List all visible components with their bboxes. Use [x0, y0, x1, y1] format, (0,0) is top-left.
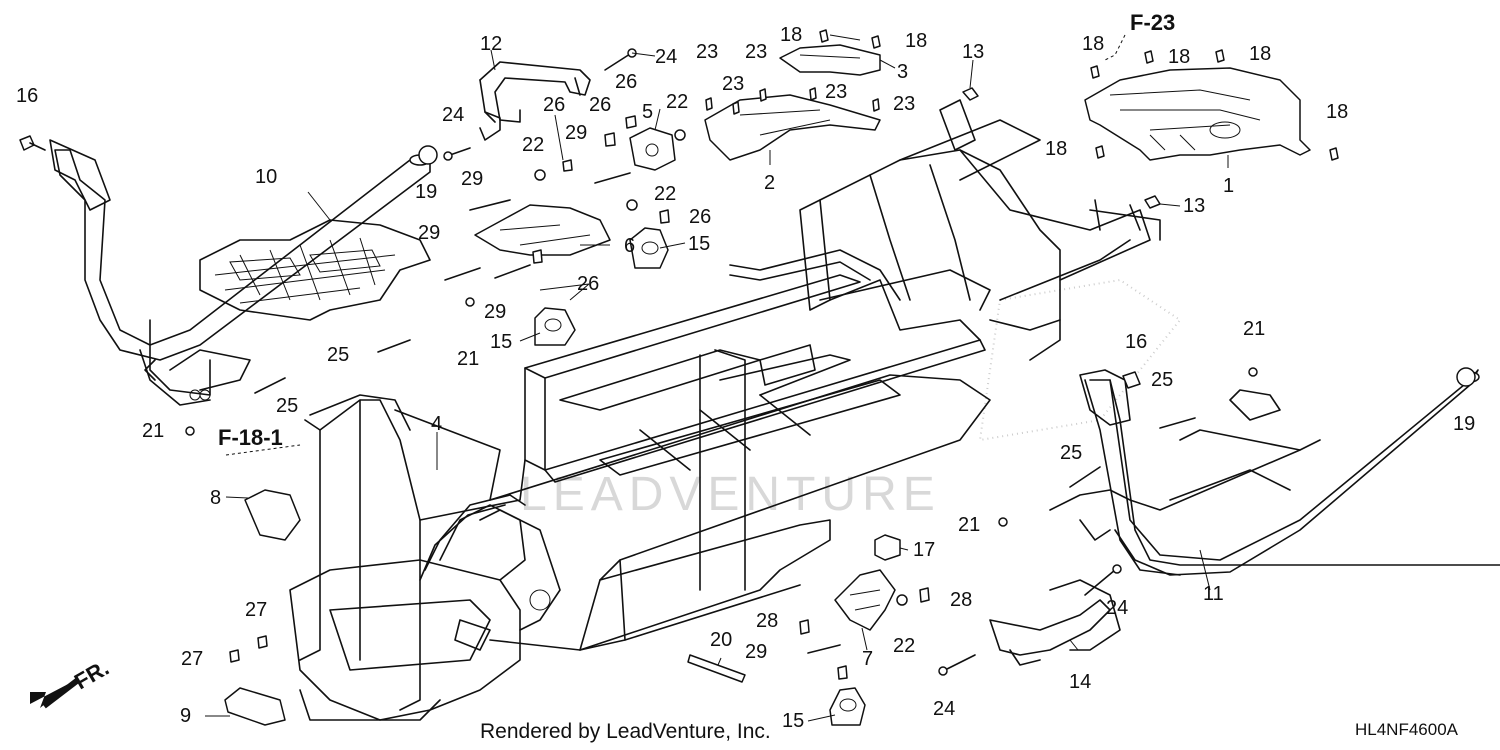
callout-24d: 24: [933, 698, 955, 720]
callout-28b: 28: [950, 589, 972, 611]
callout-25a: 25: [327, 344, 349, 366]
callouts: 1 2 3 4 5 6 7 8 9 10 11 12 13 13 14 15 1…: [16, 24, 1475, 732]
callout-25c: 25: [1151, 369, 1173, 391]
callout-21a: 21: [457, 348, 479, 370]
callout-18g: 18: [1045, 138, 1067, 160]
callout-18c: 18: [1082, 33, 1104, 55]
skid-plate: [199, 219, 431, 321]
callout-24b: 24: [442, 104, 464, 126]
part-1-rear-cover: [1084, 67, 1311, 161]
callout-19a: 19: [415, 181, 437, 203]
callout-11: 11: [1203, 583, 1224, 605]
callout-29c: 29: [418, 222, 440, 244]
callout-21d: 21: [1243, 318, 1265, 340]
callout-26b: 26: [589, 94, 611, 116]
part-9-bracket: [224, 687, 286, 726]
callout-21b: 21: [142, 420, 164, 442]
callout-4: 4: [431, 413, 442, 435]
callout-20: 20: [710, 629, 732, 651]
ref-pointer-f23: [1104, 34, 1126, 61]
callout-26e: 26: [577, 273, 599, 295]
callout-23d: 23: [825, 81, 847, 103]
part-8-bracket: [244, 489, 301, 541]
callout-22b: 22: [522, 134, 544, 156]
callout-17: 17: [913, 539, 935, 561]
callout-10: 10: [255, 166, 277, 188]
callout-25b: 25: [276, 395, 298, 417]
fasteners: [19, 29, 1476, 680]
callout-18e: 18: [1249, 43, 1271, 65]
callout-23c: 23: [722, 73, 744, 95]
main-frame: [289, 99, 1161, 721]
part-12-handle: [479, 61, 591, 141]
callout-28a: 28: [756, 610, 778, 632]
callout-2: 2: [764, 172, 775, 194]
part-6-bracket: [474, 204, 611, 256]
callout-12: 12: [480, 33, 502, 55]
callout-8: 8: [210, 487, 221, 509]
callout-26d: 26: [689, 206, 711, 228]
callout-24c: 24: [1106, 597, 1128, 619]
callout-21c: 21: [958, 514, 980, 536]
footer-credit: Rendered by LeadVenture, Inc.: [480, 720, 771, 743]
ref-label-f181: F-18-1: [218, 425, 283, 450]
callout-1: 1: [1223, 175, 1234, 197]
callout-5: 5: [642, 101, 653, 123]
callout-23b: 23: [745, 41, 767, 63]
callout-15b: 15: [490, 331, 512, 353]
diagram-code: HL4NF4600A: [1355, 720, 1459, 739]
callout-29b: 29: [461, 168, 483, 190]
leader-lines: [205, 34, 1229, 722]
callout-22c: 22: [654, 183, 676, 205]
callout-16b: 16: [1125, 331, 1147, 353]
part-15-mount-b: [534, 307, 576, 346]
front-arrow-icon: FR.: [30, 655, 113, 709]
callout-16a: 16: [16, 85, 38, 107]
callout-25d: 25: [1060, 442, 1082, 464]
callout-9: 9: [180, 705, 191, 727]
callout-13b: 13: [1183, 195, 1205, 217]
part-15-mount-a: [629, 227, 669, 269]
part-11-right-guard: [1049, 369, 1500, 576]
ref-pointer-f181: [225, 444, 301, 456]
callout-7: 7: [862, 648, 873, 670]
callout-22a: 22: [666, 91, 688, 113]
callout-15c: 15: [782, 710, 804, 732]
part-2-bracket: [704, 94, 881, 161]
front-label: FR.: [70, 655, 113, 694]
callout-18f: 18: [1326, 101, 1348, 123]
callout-23e: 23: [893, 93, 915, 115]
callout-26a: 26: [543, 94, 565, 116]
callout-22d: 22: [893, 635, 915, 657]
part-3-bracket: [779, 44, 881, 76]
shading: [978, 278, 1182, 442]
callout-29d: 29: [484, 301, 506, 323]
callout-19b: 19: [1453, 413, 1475, 435]
callout-29a: 29: [565, 122, 587, 144]
part-14-bracket: [989, 579, 1121, 666]
watermark: LEADVENTURE: [520, 468, 941, 521]
callout-15a: 15: [688, 233, 710, 255]
callout-26c: 26: [615, 71, 637, 93]
callout-13a: 13: [962, 41, 984, 63]
part-7-bracket: [834, 569, 896, 631]
part-20-rod: [687, 654, 746, 683]
callout-3: 3: [897, 61, 908, 83]
callout-23a: 23: [696, 41, 718, 63]
callout-18b: 18: [905, 30, 927, 52]
callout-24a: 24: [655, 46, 677, 68]
callout-14: 14: [1069, 671, 1091, 693]
callout-27a: 27: [245, 599, 267, 621]
part-5-mount: [629, 127, 676, 171]
part-15-mount-c: [829, 687, 866, 726]
callout-18a: 18: [780, 24, 802, 46]
callout-6: 6: [624, 235, 635, 257]
callout-29e: 29: [745, 641, 767, 663]
ref-label-f23: F-23: [1130, 10, 1175, 35]
callout-27b: 27: [181, 648, 203, 670]
callout-18d: 18: [1168, 46, 1190, 68]
part-17-clamp: [874, 534, 901, 561]
